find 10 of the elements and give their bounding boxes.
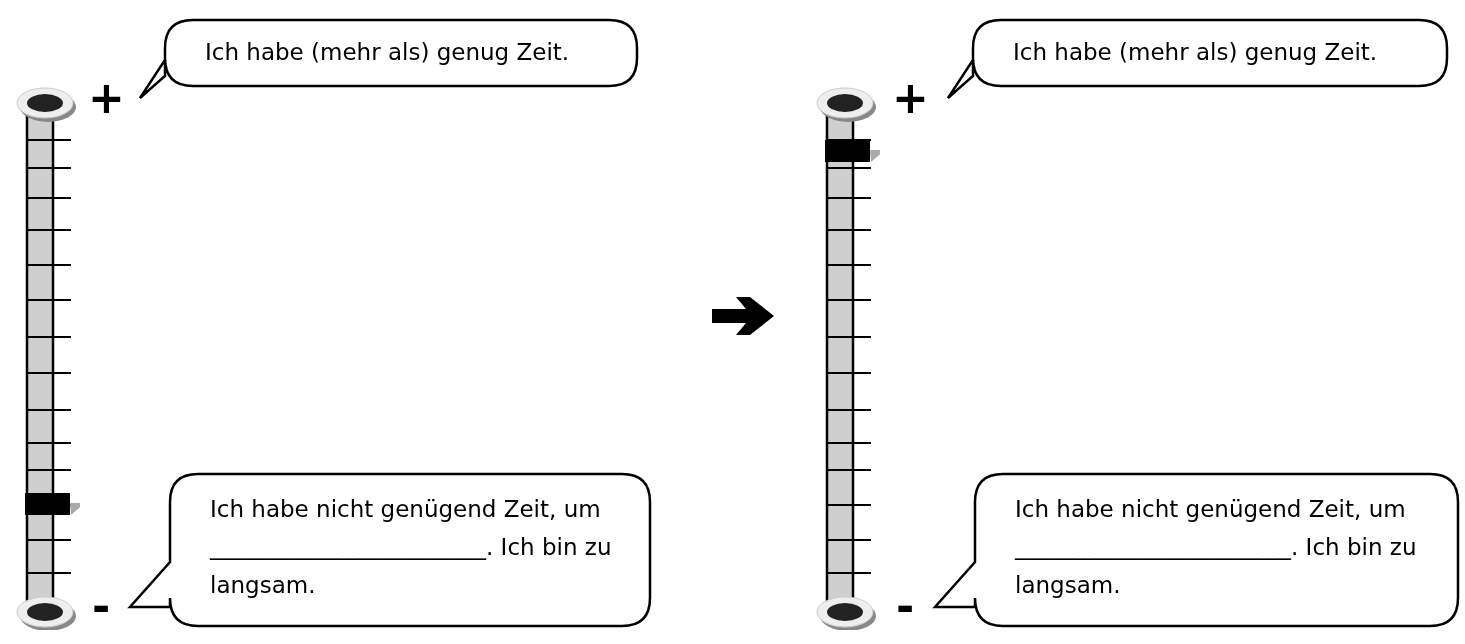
scale-end-sign: +: [88, 76, 125, 120]
scale-end-sign: +: [892, 76, 929, 120]
speech-bubble: [125, 472, 653, 630]
scale-end-sign: -: [896, 585, 915, 629]
scale-end-sign: -: [92, 585, 111, 629]
bubble-text: Ich habe nicht genügend Zeit, um ________________________. Ich bin zu langsam.: [1015, 495, 1418, 600]
bubble-text: Ich habe nicht genügend Zeit, um ________________________. Ich bin zu langsam.: [210, 495, 613, 600]
bubble-text: Ich habe (mehr als) genug Zeit.: [1013, 38, 1379, 67]
speech-bubble: [930, 472, 1461, 630]
bubble-text: Ich habe (mehr als) genug Zeit.: [205, 38, 571, 67]
